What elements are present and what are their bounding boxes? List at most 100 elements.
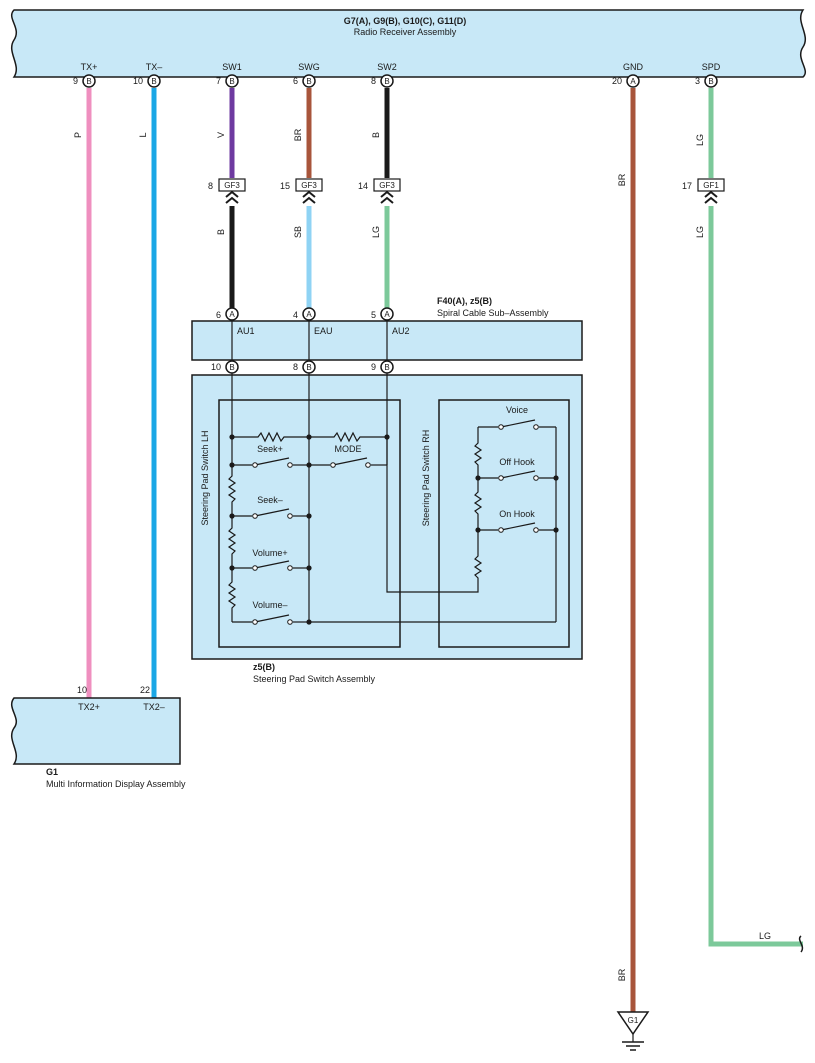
spiral-top-pin: 4 <box>293 310 298 320</box>
mid-pin-tx2-minus: 22 <box>140 685 150 695</box>
radio-signal-swg: SWG <box>298 62 320 72</box>
switch-contact <box>500 419 536 428</box>
switch-terminal <box>533 424 539 430</box>
radio-receiver-assembly: G7(A), G9(B), G10(C), G11(D) Radio Recei… <box>11 9 806 78</box>
junction-gf3-swg: 15 GF3 <box>280 178 323 204</box>
switch-terminal <box>252 513 258 519</box>
spiral-top-pin: 5 <box>371 310 376 320</box>
radio-signal-tx-plus: TX+ <box>81 62 98 72</box>
color-label-sw2: B <box>371 132 381 138</box>
switch-terminal <box>287 513 293 519</box>
radio-pin-tx-plus: 9 <box>73 76 78 86</box>
wire-spd-lower <box>708 206 803 947</box>
switch-terminal <box>287 619 293 625</box>
connector-circle <box>225 307 239 321</box>
junction-chevron-icon <box>225 190 239 204</box>
junction-chevron-icon <box>380 190 394 204</box>
switch-terminal <box>287 462 293 468</box>
connector-circle <box>82 74 96 88</box>
junction-id: GF3 <box>301 181 317 190</box>
junction-dot <box>229 434 235 440</box>
color-label-gnd-lower: BR <box>617 968 627 981</box>
radio-pin-sw2: 8 <box>371 76 376 86</box>
switch-contact <box>254 457 290 466</box>
ground-triangle-icon <box>616 1011 650 1036</box>
steering-pad-switch-assembly: Steering Pad Switch LH Steering Pad Swit… <box>191 373 583 684</box>
color-label-tx-plus: P <box>73 132 83 138</box>
switch-contact <box>500 470 536 479</box>
connector-circle <box>380 307 394 321</box>
junction-pin: 17 <box>682 181 692 191</box>
color-label-swg-lower: SB <box>293 226 303 238</box>
switch-mode: MODE <box>309 444 387 468</box>
switch-label-off-hook: Off Hook <box>499 457 535 467</box>
spiral-top-conn: A <box>384 310 390 319</box>
switch-terminal <box>330 462 336 468</box>
spiral-bottom-conn: B <box>384 363 389 372</box>
radio-pin-tx-minus: 10 <box>133 76 143 86</box>
color-label-swg: BR <box>293 128 303 141</box>
ground-label: G1 <box>628 1016 639 1025</box>
radio-receiver-box <box>11 9 806 78</box>
radio-conn-swg: B <box>306 77 311 86</box>
radio-pin-sw1: 7 <box>216 76 221 86</box>
ground-g1: G1 <box>616 1011 650 1051</box>
junction-dot <box>475 527 481 533</box>
switch-label-volume-plus: Volume+ <box>252 548 287 558</box>
switch-terminal <box>533 475 539 481</box>
junction-chevron-icon <box>302 190 316 204</box>
junction-dot <box>229 513 235 519</box>
multi-information-display-assembly: 10 TX2+ 22 TX2– G1 Multi Information Dis… <box>11 685 186 789</box>
steering-lh-label: Steering Pad Switch LH <box>200 430 210 525</box>
color-label-spd: LG <box>695 134 705 146</box>
switch-voice: Voice <box>478 405 556 430</box>
switch-terminal <box>252 462 258 468</box>
switch-label-on-hook: On Hook <box>499 509 535 519</box>
switch-on-hook: On Hook <box>478 509 556 533</box>
switch-terminal <box>365 462 371 468</box>
radio-conn-spd: B <box>708 77 713 86</box>
switch-label-seek-plus: Seek+ <box>257 444 283 454</box>
mid-box <box>11 697 181 765</box>
junction-dot <box>306 565 312 571</box>
radio-conn-gnd: A <box>630 77 636 86</box>
junction-gf3-sw2: 14 GF3 <box>358 178 401 204</box>
spiral-cable-assembly: F40(A), z5(B) Spiral Cable Sub–Assembly … <box>191 296 583 374</box>
switch-volume-minus: Volume– <box>232 600 309 625</box>
mode-resistor-line <box>309 431 387 443</box>
seek-plus-resistor-line <box>232 431 309 443</box>
switch-label-seek-minus: Seek– <box>257 495 283 505</box>
connector-circle <box>302 74 316 88</box>
junction-id: GF3 <box>379 181 395 190</box>
spiral-label-au1: AU1 <box>237 326 255 336</box>
connector-circle <box>704 74 718 88</box>
junction-chevron-icon <box>704 190 718 204</box>
junction-id: GF1 <box>703 181 719 190</box>
connector-circle <box>225 74 239 88</box>
junction-dot <box>306 462 312 468</box>
radio-subtitle: Radio Receiver Assembly <box>354 27 457 37</box>
switch-terminal <box>252 619 258 625</box>
switch-terminal <box>287 565 293 571</box>
steering-title: z5(B) <box>253 662 275 672</box>
spiral-top-conn: A <box>229 310 235 319</box>
radio-signal-sw2: SW2 <box>377 62 397 72</box>
switch-terminal <box>498 424 504 430</box>
mid-pin-tx2-plus: 10 <box>77 685 87 695</box>
steering-rh-label: Steering Pad Switch RH <box>421 430 431 527</box>
switch-label-mode: MODE <box>335 444 362 454</box>
spiral-label-eau: EAU <box>314 326 333 336</box>
junction-gf3-sw1: 8 GF3 <box>208 178 246 204</box>
switch-volume-plus: Volume+ <box>232 548 309 571</box>
switch-contact <box>500 522 536 531</box>
color-label-sw1-lower: B <box>216 229 226 235</box>
connector-circle <box>626 74 640 88</box>
junction-dot <box>553 475 559 481</box>
spiral-title: F40(A), z5(B) <box>437 296 492 306</box>
switch-seek-plus: Seek+ <box>232 444 309 468</box>
color-label-spd-lower: LG <box>695 226 705 238</box>
radio-terminals: TX+ 9 B TX– 10 B SW1 7 B SWG 6 B SW2 8 B… <box>73 62 721 88</box>
radio-signal-spd: SPD <box>702 62 721 72</box>
switch-terminal <box>252 565 258 571</box>
spiral-label-au2: AU2 <box>392 326 410 336</box>
